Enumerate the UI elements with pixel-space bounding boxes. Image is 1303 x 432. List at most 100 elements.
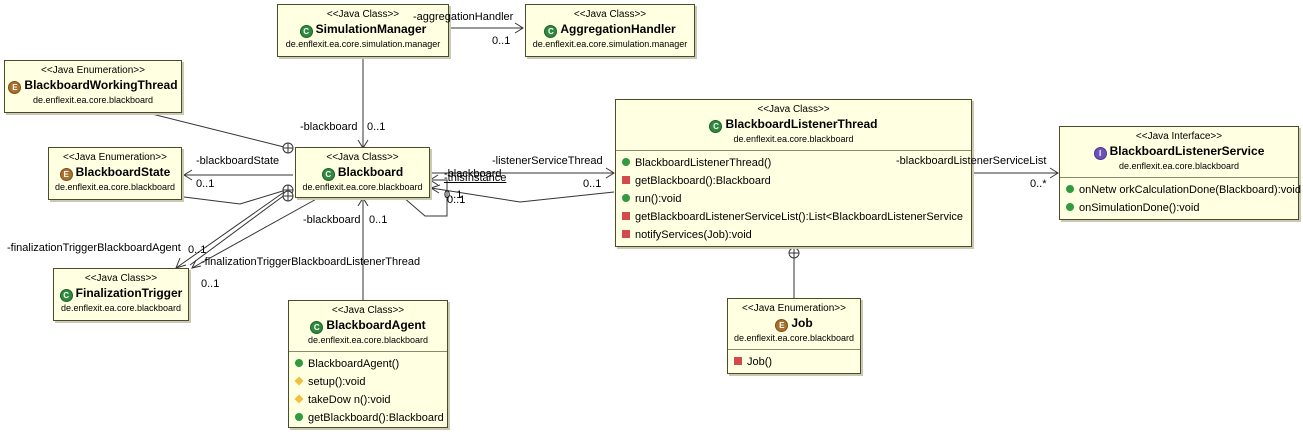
public-icon	[622, 194, 630, 202]
stereotype-label: <<Java Interface>>	[1135, 131, 1223, 142]
operation-text: takeDow n():void	[308, 394, 391, 406]
constructor-icon	[295, 359, 303, 367]
multiplicity-label: 0..1	[188, 244, 207, 256]
protected-icon	[294, 376, 304, 386]
class-name-text: FinalizationTrigger	[75, 286, 183, 300]
operation-text: setup():void	[308, 376, 366, 388]
role-label: -blackboard	[303, 214, 361, 226]
public-icon	[295, 413, 303, 421]
enum-icon: E	[59, 168, 73, 181]
multiplicity-label: 0..1	[201, 278, 220, 290]
class-icon: C	[709, 120, 723, 133]
stereotype-label: <<Java Class>>	[573, 9, 647, 20]
multiplicity-label: 0..1	[583, 178, 602, 190]
operation[interactable]: run():void	[616, 190, 971, 208]
operation[interactable]: onNetw orkCalculationDone(Blackboard):vo…	[1060, 181, 1301, 199]
role-label: -blackboard	[444, 168, 502, 180]
assoc-self-instance	[402, 179, 448, 217]
multiplicity-label: 0..1	[367, 121, 386, 133]
package-label: de.enflexit.ea.core.blackboard	[733, 134, 854, 144]
class-name-text: BlackboardWorkingThread	[24, 78, 178, 92]
private-icon	[622, 212, 630, 220]
operation[interactable]: setup():void	[289, 373, 447, 391]
public-icon	[1066, 185, 1074, 193]
multiplicity-label: 0..1	[492, 35, 511, 47]
stereotype-label: <<Java Enumeration>>	[742, 303, 846, 314]
package-label: de.enflexit.ea.core.blackboard	[60, 303, 182, 313]
class-name-text: AggregationHandler	[560, 22, 676, 36]
class-icon: C	[321, 168, 335, 181]
operation-text: run():void	[635, 193, 682, 205]
package-label: de.enflexit.ea.core.simulation.manager	[532, 39, 688, 49]
operations-compartment: Job()	[728, 350, 860, 373]
operation[interactable]: getBlackboardListenerServiceList():List<…	[616, 208, 971, 226]
class-icon: C	[544, 25, 558, 38]
operation[interactable]: takeDow n():void	[289, 391, 447, 409]
stereotype-label: <<Java Class>>	[326, 9, 400, 20]
arrowhead	[429, 174, 439, 186]
operation[interactable]: notifyServices(Job):void	[616, 226, 971, 244]
operation-text: onNetw orkCalculationDone(Blackboard):vo…	[1079, 184, 1301, 196]
package-label: de.enflexit.ea.core.blackboard	[302, 182, 423, 192]
package-label: de.enflexit.ea.core.blackboard	[1118, 161, 1240, 171]
nesting-working-thread	[119, 105, 289, 149]
private-icon	[734, 357, 742, 365]
multiplicity-label: 0..1	[196, 178, 215, 190]
enum-icon: E	[775, 319, 789, 332]
role-label: -finalizationTriggerBlackboardListenerTh…	[201, 256, 421, 268]
nesting-state	[183, 189, 287, 205]
operation[interactable]: BlackboardListenerThread()	[616, 154, 971, 172]
protected-icon	[294, 394, 304, 404]
operation[interactable]: Job()	[728, 353, 860, 371]
operation[interactable]: onSimulationDone():void	[1060, 199, 1298, 217]
interface-icon: I	[1093, 147, 1107, 160]
stereotype-label: <<Java Enumeration>>	[41, 65, 145, 76]
arrowhead	[1049, 167, 1059, 179]
stereotype-label: <<Java Class>>	[757, 104, 830, 115]
role-label: -aggregationHandler	[413, 11, 514, 23]
class-name-text: BlackboardListenerThread	[725, 117, 878, 131]
stereotype-label: <<Java Class>>	[326, 152, 399, 163]
operation[interactable]: getBlackboard():Blackboard	[616, 172, 971, 190]
multiplicity-label: 0..1	[444, 189, 463, 201]
operation[interactable]: getBlackboard():Blackboard	[289, 409, 447, 427]
stereotype-label: <<Java Class>>	[331, 305, 405, 316]
arrowhead	[357, 197, 369, 207]
operation-text: notifyServices(Job):void	[635, 229, 752, 241]
operation-text: BlackboardAgent()	[308, 358, 400, 370]
role-label: -blackboardListenerServiceList	[896, 155, 1047, 167]
stereotype-label: <<Java Enumeration>>	[63, 152, 167, 163]
role-label: -finalizationTriggerBlackboardAgent	[7, 242, 181, 254]
operation[interactable]: BlackboardAgent()	[289, 355, 447, 373]
assoc-ft-thread	[191, 196, 321, 269]
operation-text: getBlackboard():Blackboard	[308, 412, 444, 424]
operations-compartment: onNetw orkCalculationDone(Blackboard):vo…	[1060, 178, 1301, 219]
package-label: de.enflexit.ea.core.blackboard	[733, 333, 855, 343]
role-label: -blackboardState	[196, 155, 280, 167]
